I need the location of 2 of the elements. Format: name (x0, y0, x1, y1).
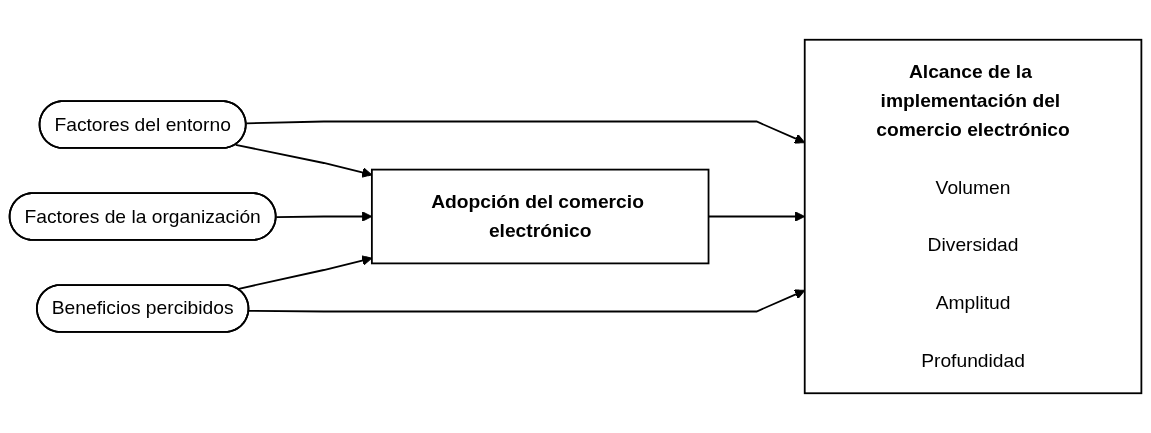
node-box: Alcance de la implementación del comercio electrónico Volumen Diversidad Amplitud Profundidad (803, 38, 1143, 395)
node-box: Adopción del comercio electrónico (371, 168, 710, 265)
